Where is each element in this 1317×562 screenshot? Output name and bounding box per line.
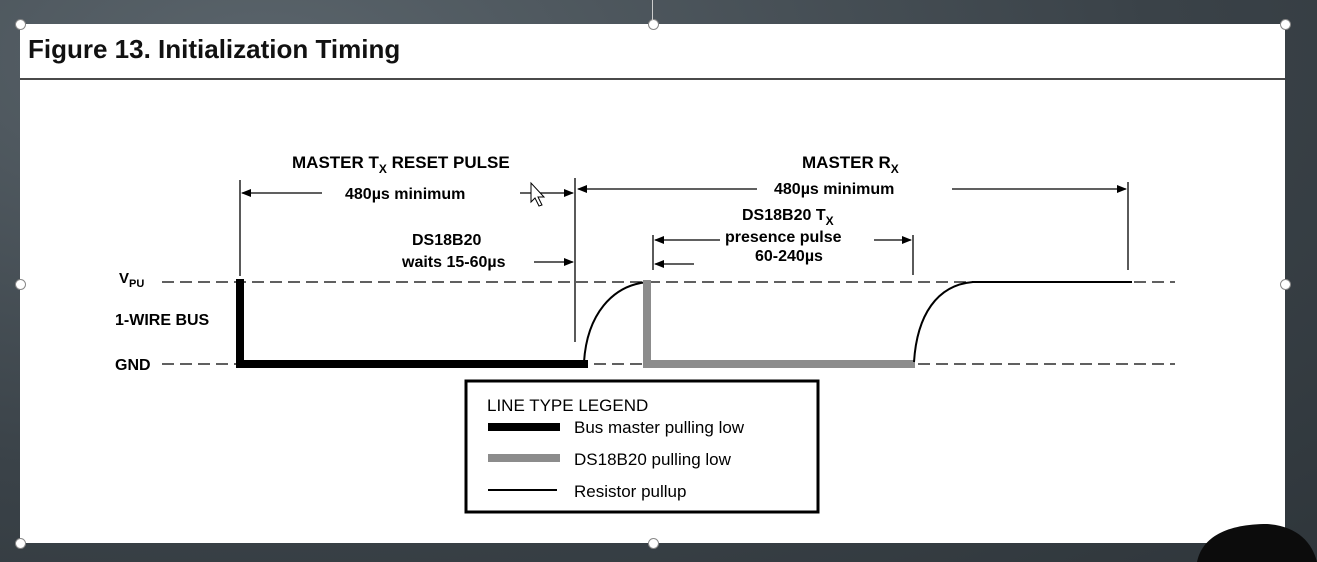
resize-handle-top-right[interactable] bbox=[1280, 19, 1291, 30]
legend-item-ds18b20: DS18B20 pulling low bbox=[574, 450, 732, 469]
master-rx-label: MASTER RX bbox=[802, 153, 899, 176]
master-rx-minimum: 480µs minimum bbox=[774, 181, 894, 198]
resize-handle-top-left[interactable] bbox=[15, 19, 26, 30]
timing-diagram-svg: VPU 1-WIRE BUS GND MASTER TX RESET PULSE… bbox=[115, 153, 1175, 514]
rotate-handle-stem bbox=[652, 0, 653, 20]
title-bar: Figure 13. Initialization Timing bbox=[20, 24, 1285, 80]
bus-master-pulldown-trace bbox=[236, 279, 588, 368]
vpu-label: VPU bbox=[119, 270, 144, 290]
pullup-rise-1 bbox=[583, 281, 649, 363]
mouse-pointer-icon bbox=[530, 181, 546, 207]
presenter-silhouette bbox=[1197, 524, 1317, 562]
resize-handle-top-center[interactable] bbox=[648, 19, 659, 30]
resize-handle-middle-left[interactable] bbox=[15, 279, 26, 290]
figure-title: Figure 13. Initialization Timing bbox=[28, 34, 401, 64]
master-tx-minimum: 480µs minimum bbox=[345, 186, 465, 203]
ds18b20-tx-label: DS18B20 TX bbox=[742, 207, 834, 228]
master-tx-label: MASTER TX RESET PULSE bbox=[292, 153, 510, 176]
ds18b20-waits-line2: waits 15-60µs bbox=[401, 254, 506, 271]
presence-duration: 60-240µs bbox=[755, 248, 823, 265]
slide-canvas[interactable]: Figure 13. Initialization Timing VPU 1-W… bbox=[20, 24, 1285, 543]
resize-handle-middle-right[interactable] bbox=[1280, 279, 1291, 290]
timing-diagram: VPU 1-WIRE BUS GND MASTER TX RESET PULSE… bbox=[22, 80, 1283, 541]
pullup-rise-2 bbox=[913, 281, 974, 363]
presence-pulse-label: presence pulse bbox=[725, 229, 842, 246]
resize-handle-bottom-center[interactable] bbox=[648, 538, 659, 549]
gnd-label: GND bbox=[115, 357, 151, 374]
legend-item-pullup: Resistor pullup bbox=[574, 482, 686, 501]
ds18b20-waits-line1: DS18B20 bbox=[412, 232, 481, 249]
legend-title: LINE TYPE LEGEND bbox=[487, 396, 648, 415]
one-wire-bus-label: 1-WIRE BUS bbox=[115, 312, 210, 329]
legend-item-master: Bus master pulling low bbox=[574, 418, 745, 437]
ds18b20-presence-trace bbox=[643, 280, 915, 368]
resize-handle-bottom-left[interactable] bbox=[15, 538, 26, 549]
